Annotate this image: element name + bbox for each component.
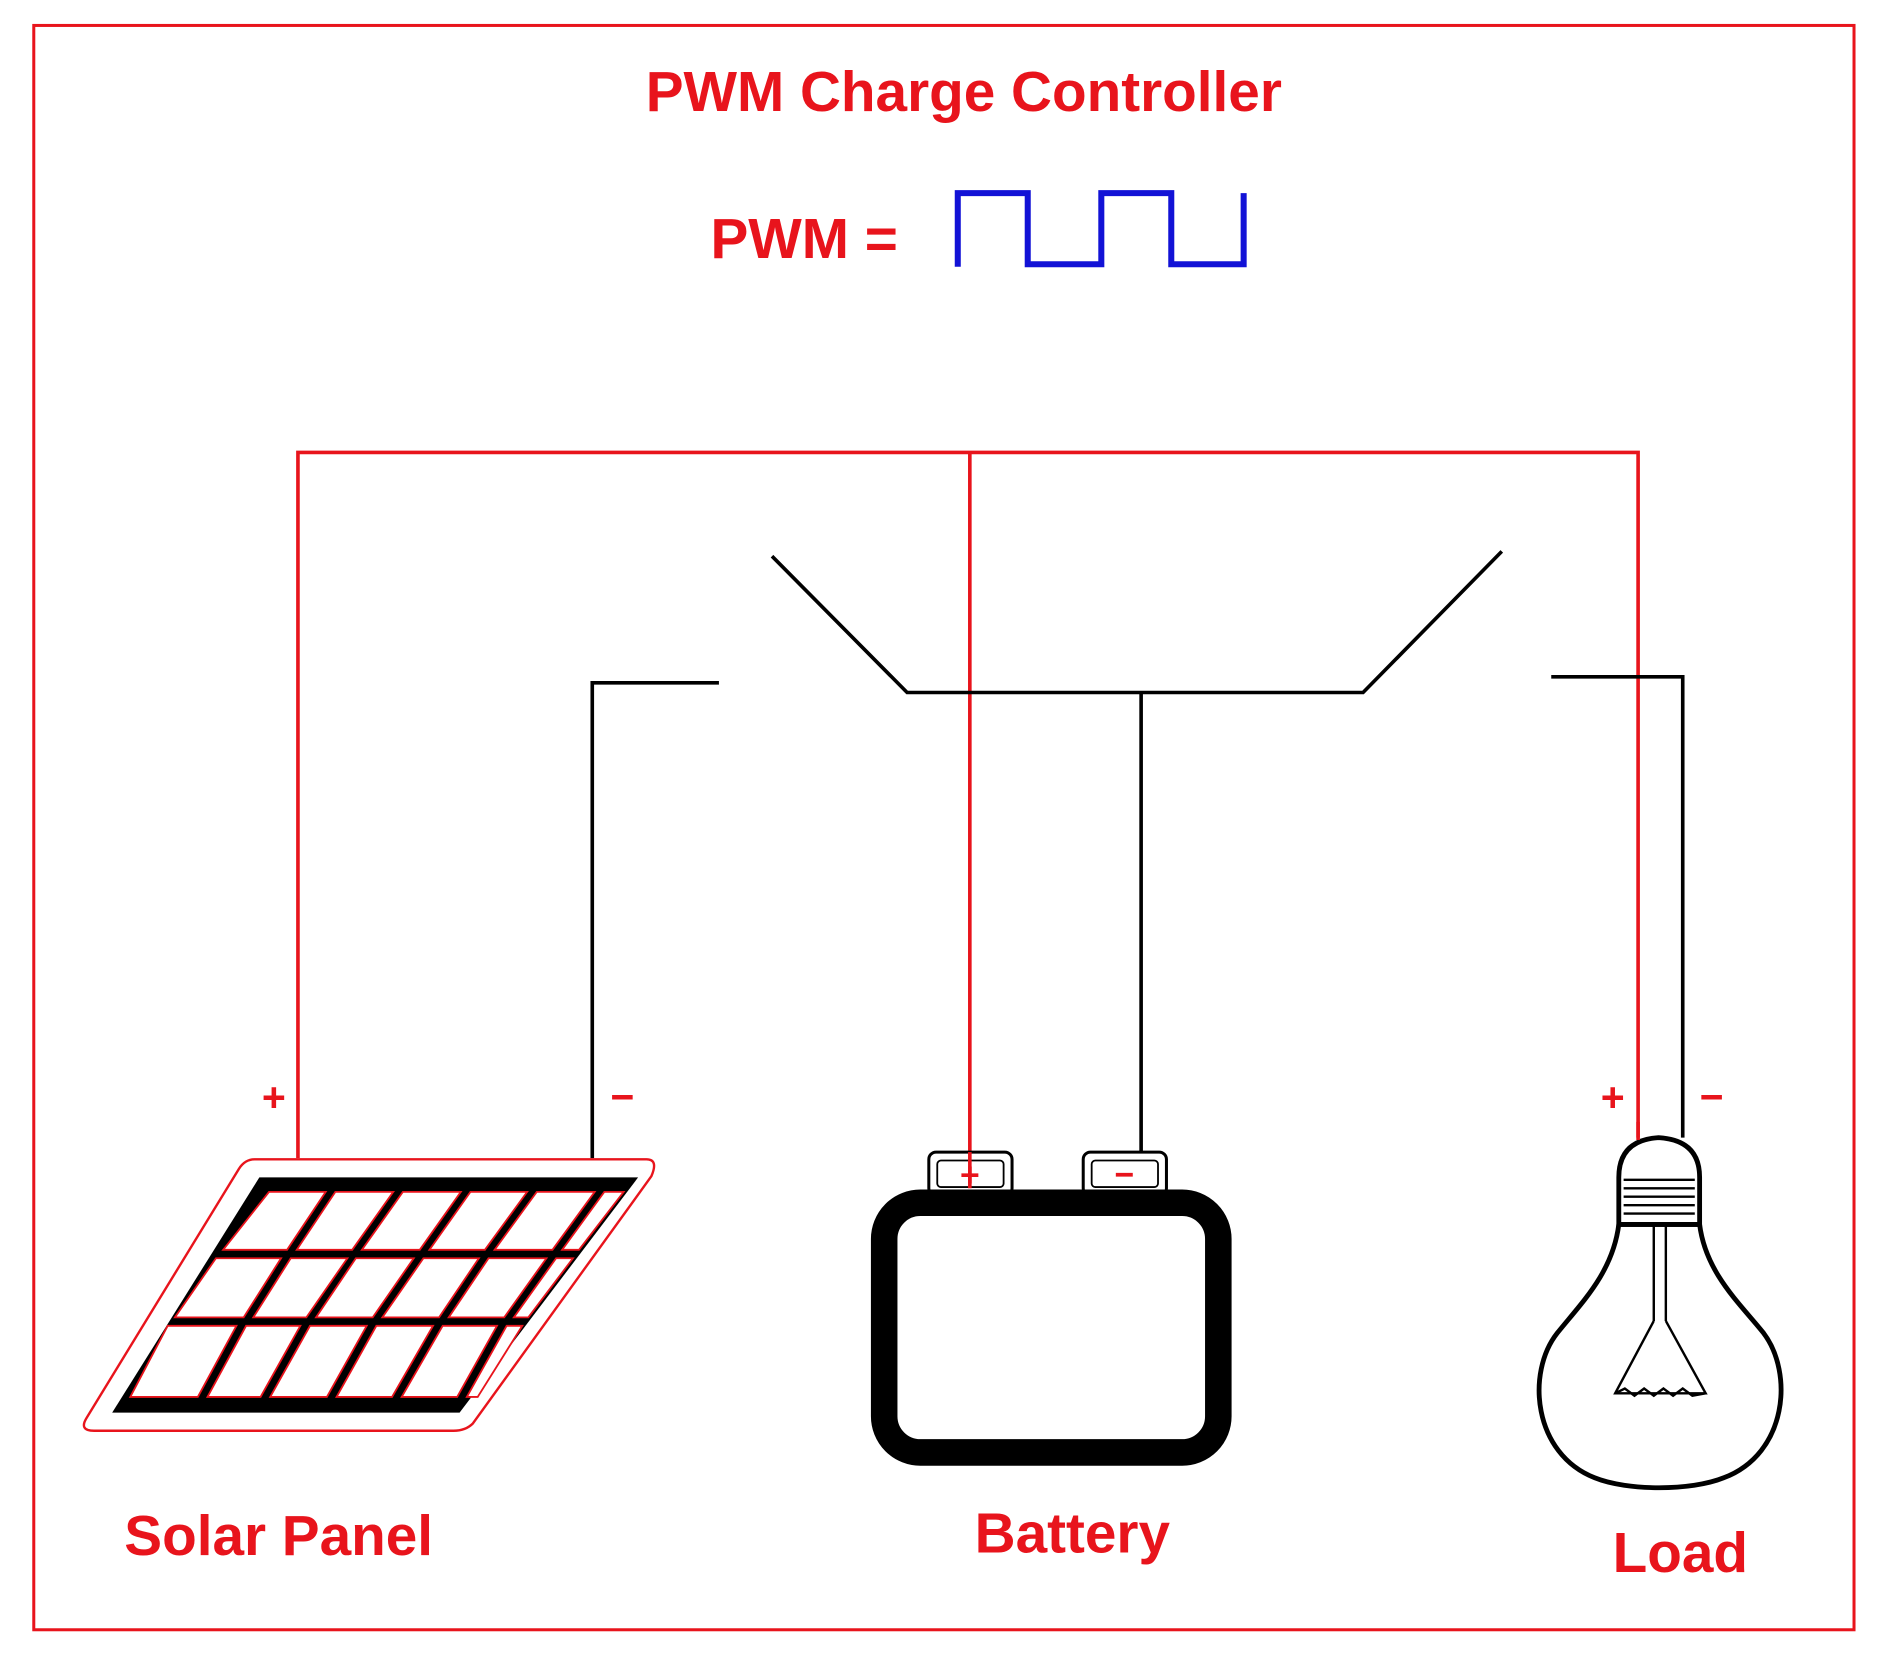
switch-common-bar <box>770 550 1504 695</box>
solar-panel-icon <box>82 1158 656 1432</box>
load-negative-wire <box>1551 675 1685 1138</box>
negative-wires <box>590 550 1685 1159</box>
battery-label: Battery <box>975 1503 1171 1566</box>
bulb-glass <box>1536 1222 1784 1491</box>
load-label: Load <box>1613 1522 1748 1585</box>
pwm-label: PWM = <box>710 208 897 271</box>
solar-panel-label: Solar Panel <box>124 1505 433 1568</box>
load-positive-sign: + <box>1601 1074 1625 1120</box>
load-negative-sign: − <box>1700 1074 1724 1120</box>
solar-negative-wire <box>590 681 719 1159</box>
pwm-square-wave-icon <box>954 190 1247 268</box>
battery-negative-sign: − <box>1114 1156 1134 1194</box>
bulb-filament <box>1613 1320 1708 1395</box>
solar-positive-sign: + <box>262 1074 286 1120</box>
battery-positive-sign: + <box>960 1156 980 1194</box>
battery-body <box>870 1189 1232 1466</box>
diagram-title: PWM Charge Controller <box>646 61 1282 124</box>
light-bulb-icon <box>1536 1135 1784 1491</box>
battery-icon <box>870 1150 1232 1466</box>
positive-bus-wires <box>296 450 1640 1189</box>
diagram-frame <box>32 23 1856 1632</box>
solar-negative-sign: − <box>610 1074 634 1120</box>
